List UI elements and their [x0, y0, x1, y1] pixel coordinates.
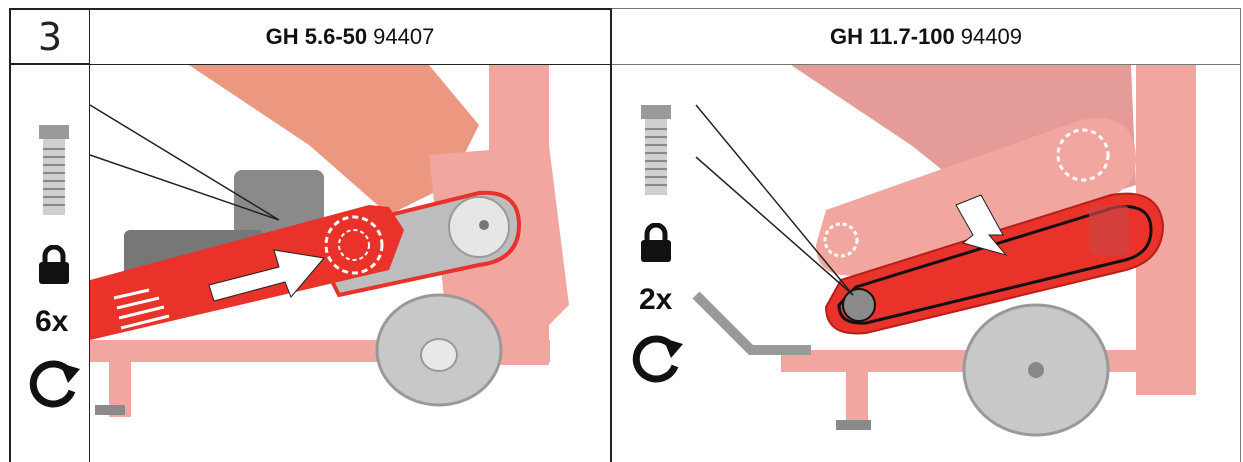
drive-pulley — [842, 288, 876, 322]
frame-leg — [846, 372, 868, 427]
upper-vent — [1056, 128, 1110, 182]
engine-block — [234, 170, 324, 240]
bolt-count-right: 2x — [639, 283, 673, 316]
hopper-chute — [189, 65, 479, 215]
model-name-right: GH 11.7-100 — [830, 23, 955, 49]
model-header-left: GH 5.6-50 94407 — [89, 8, 611, 65]
rotate-clockwise-icon — [632, 335, 683, 383]
illustration-right: 2x — [611, 65, 1241, 462]
machine-drawing-left — [89, 65, 569, 417]
leader-line-2 — [89, 154, 280, 221]
lock-icon — [39, 245, 69, 284]
guard-fan-vent — [324, 215, 384, 275]
illustration-left: 6x — [9, 65, 611, 462]
model-header-right: GH 11.7-100 94409 — [611, 8, 1241, 65]
frame-foot — [836, 420, 871, 430]
guard-belt-outline — [837, 204, 1153, 325]
icon-column-divider — [89, 65, 90, 462]
upper-vent-small — [823, 222, 859, 258]
wheel-hub — [420, 338, 458, 372]
direction-arrow — [955, 194, 1008, 256]
frame-leg — [109, 362, 131, 417]
border-right — [1240, 8, 1241, 462]
rotate-clockwise-icon — [29, 360, 80, 408]
wheel-hub — [1028, 362, 1044, 378]
leader-line-2 — [695, 156, 854, 296]
tow-handle — [692, 291, 811, 355]
guard-fan-vent-inner — [338, 229, 370, 261]
machine-drawing-right — [692, 65, 1196, 437]
model-name-left: GH 5.6-50 — [265, 24, 368, 49]
direction-arrow — [208, 249, 325, 302]
guard-vent-slots — [113, 288, 170, 330]
border-left — [9, 8, 11, 462]
article-number-right: 94409 — [960, 23, 1022, 49]
bolt-icon — [641, 105, 671, 195]
lower-belt-guard — [824, 192, 1165, 335]
bolt-icon — [39, 125, 69, 215]
driven-pulley-window — [1089, 205, 1129, 255]
pulley-hub — [479, 220, 489, 230]
leader-line-1 — [89, 104, 280, 221]
panel-divider — [610, 8, 612, 462]
step-number: 3 — [37, 14, 63, 59]
leader-line-1 — [695, 104, 854, 296]
article-number-left: 94407 — [373, 24, 435, 49]
bolt-count-left: 6x — [35, 305, 69, 338]
step-number-cell: 3 — [9, 8, 90, 65]
lock-icon — [641, 223, 671, 262]
belt-pulley — [448, 196, 510, 258]
frame-foot — [95, 405, 125, 415]
